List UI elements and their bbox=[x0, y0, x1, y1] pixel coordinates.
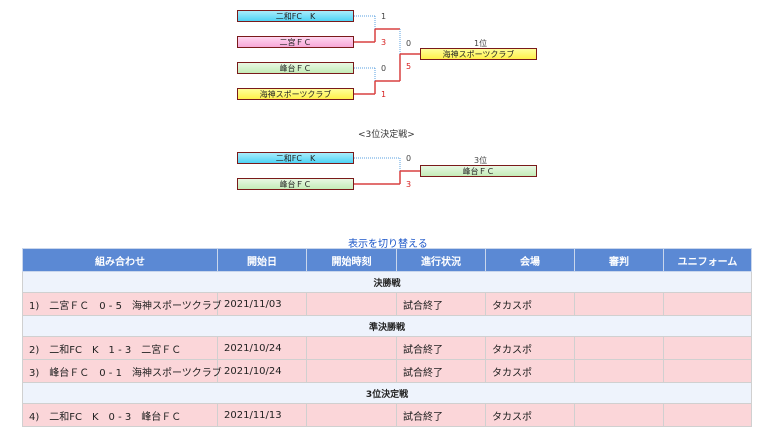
section-third-place: 3位決定戦 bbox=[22, 382, 752, 404]
cell-time bbox=[306, 359, 397, 383]
cell-match[interactable]: 3) 峰台ＦＣ 0 - 1 海神スポーツクラブ bbox=[22, 359, 222, 383]
cell-venue: タカスポ bbox=[485, 292, 575, 316]
cell-uniform bbox=[663, 292, 752, 316]
bracket-team-3[interactable]: 峰台ＦＣ bbox=[237, 62, 354, 74]
bracket-team-4[interactable]: 海神スポーツクラブ bbox=[237, 88, 354, 100]
cell-date: 2021/11/03 bbox=[217, 292, 307, 316]
sf2-score-top: 0 bbox=[381, 64, 387, 73]
cell-status: 試合終了 bbox=[396, 359, 486, 383]
third-place-winner[interactable]: 峰台ＦＣ bbox=[420, 165, 537, 177]
cell-status: 試合終了 bbox=[396, 336, 486, 360]
final-score-bottom: 5 bbox=[406, 62, 412, 71]
third-score-bottom: 3 bbox=[406, 180, 412, 189]
cell-referee bbox=[574, 336, 664, 360]
champion-label: 1位 bbox=[474, 39, 488, 48]
section-title: 準決勝戦 bbox=[22, 315, 752, 337]
table-header-row: 組み合わせ 開始日 開始時刻 進行状況 会場 審判 ユニフォーム bbox=[22, 248, 752, 272]
cell-referee bbox=[574, 403, 664, 427]
section-title: 決勝戦 bbox=[22, 271, 752, 293]
header-venue: 会場 bbox=[485, 248, 575, 272]
schedule-table: 組み合わせ 開始日 開始時刻 進行状況 会場 審判 ユニフォーム 決勝戦 1) … bbox=[22, 248, 752, 427]
table-row[interactable]: 4) 二和FC K 0 - 3 峰台ＦＣ 2021/11/13 試合終了 タカス… bbox=[22, 403, 752, 427]
cell-status: 試合終了 bbox=[396, 403, 486, 427]
cell-uniform bbox=[663, 359, 752, 383]
cell-venue: タカスポ bbox=[485, 336, 575, 360]
header-status: 進行状況 bbox=[396, 248, 486, 272]
cell-time bbox=[306, 336, 397, 360]
header-uniform: ユニフォーム bbox=[663, 248, 752, 272]
cell-match[interactable]: 2) 二和FC K 1 - 3 二宮ＦＣ bbox=[22, 336, 218, 360]
cell-referee bbox=[574, 292, 664, 316]
table-row[interactable]: 2) 二和FC K 1 - 3 二宮ＦＣ 2021/10/24 試合終了 タカス… bbox=[22, 336, 752, 360]
cell-status: 試合終了 bbox=[396, 292, 486, 316]
header-date: 開始日 bbox=[217, 248, 307, 272]
cell-venue: タカスポ bbox=[485, 359, 575, 383]
third-score-top: 0 bbox=[406, 154, 412, 163]
sf2-score-bottom: 1 bbox=[381, 90, 387, 99]
final-score-top: 0 bbox=[406, 39, 412, 48]
cell-match[interactable]: 1) 二宮ＦＣ 0 - 5 海神スポーツクラブ bbox=[22, 292, 222, 316]
section-semifinal: 準決勝戦 bbox=[22, 315, 752, 337]
cell-referee bbox=[574, 359, 664, 383]
toggle-view-link[interactable]: 表示を切り替える bbox=[348, 239, 428, 250]
third-team-1[interactable]: 二和FC K bbox=[237, 152, 354, 164]
header-time: 開始時刻 bbox=[306, 248, 397, 272]
third-place-label: 3位 bbox=[474, 156, 488, 165]
table-row[interactable]: 3) 峰台ＦＣ 0 - 1 海神スポーツクラブ 2021/10/24 試合終了 … bbox=[22, 359, 752, 383]
cell-time bbox=[306, 292, 397, 316]
header-match: 組み合わせ bbox=[22, 248, 218, 272]
champion-team[interactable]: 海神スポーツクラブ bbox=[420, 48, 537, 60]
section-final: 決勝戦 bbox=[22, 271, 752, 293]
cell-uniform bbox=[663, 403, 752, 427]
cell-venue: タカスポ bbox=[485, 403, 575, 427]
sf1-score-top: 1 bbox=[381, 12, 387, 21]
third-team-2[interactable]: 峰台ＦＣ bbox=[237, 178, 354, 190]
section-title: 3位決定戦 bbox=[22, 382, 752, 404]
cell-date: 2021/11/13 bbox=[217, 403, 307, 427]
cell-date: 2021/10/24 bbox=[217, 336, 307, 360]
header-referee: 審判 bbox=[574, 248, 664, 272]
bracket-team-2[interactable]: 二宮ＦＣ bbox=[237, 36, 354, 48]
table-row[interactable]: 1) 二宮ＦＣ 0 - 5 海神スポーツクラブ 2021/11/03 試合終了 … bbox=[22, 292, 752, 316]
bracket-lines bbox=[354, 15, 420, 185]
third-place-heading: <3位決定戦> bbox=[358, 130, 415, 140]
bracket-team-1[interactable]: 二和FC K bbox=[237, 10, 354, 22]
cell-match[interactable]: 4) 二和FC K 0 - 3 峰台ＦＣ bbox=[22, 403, 218, 427]
cell-date: 2021/10/24 bbox=[217, 359, 307, 383]
cell-time bbox=[306, 403, 397, 427]
cell-uniform bbox=[663, 336, 752, 360]
sf1-score-bottom: 3 bbox=[381, 38, 387, 47]
